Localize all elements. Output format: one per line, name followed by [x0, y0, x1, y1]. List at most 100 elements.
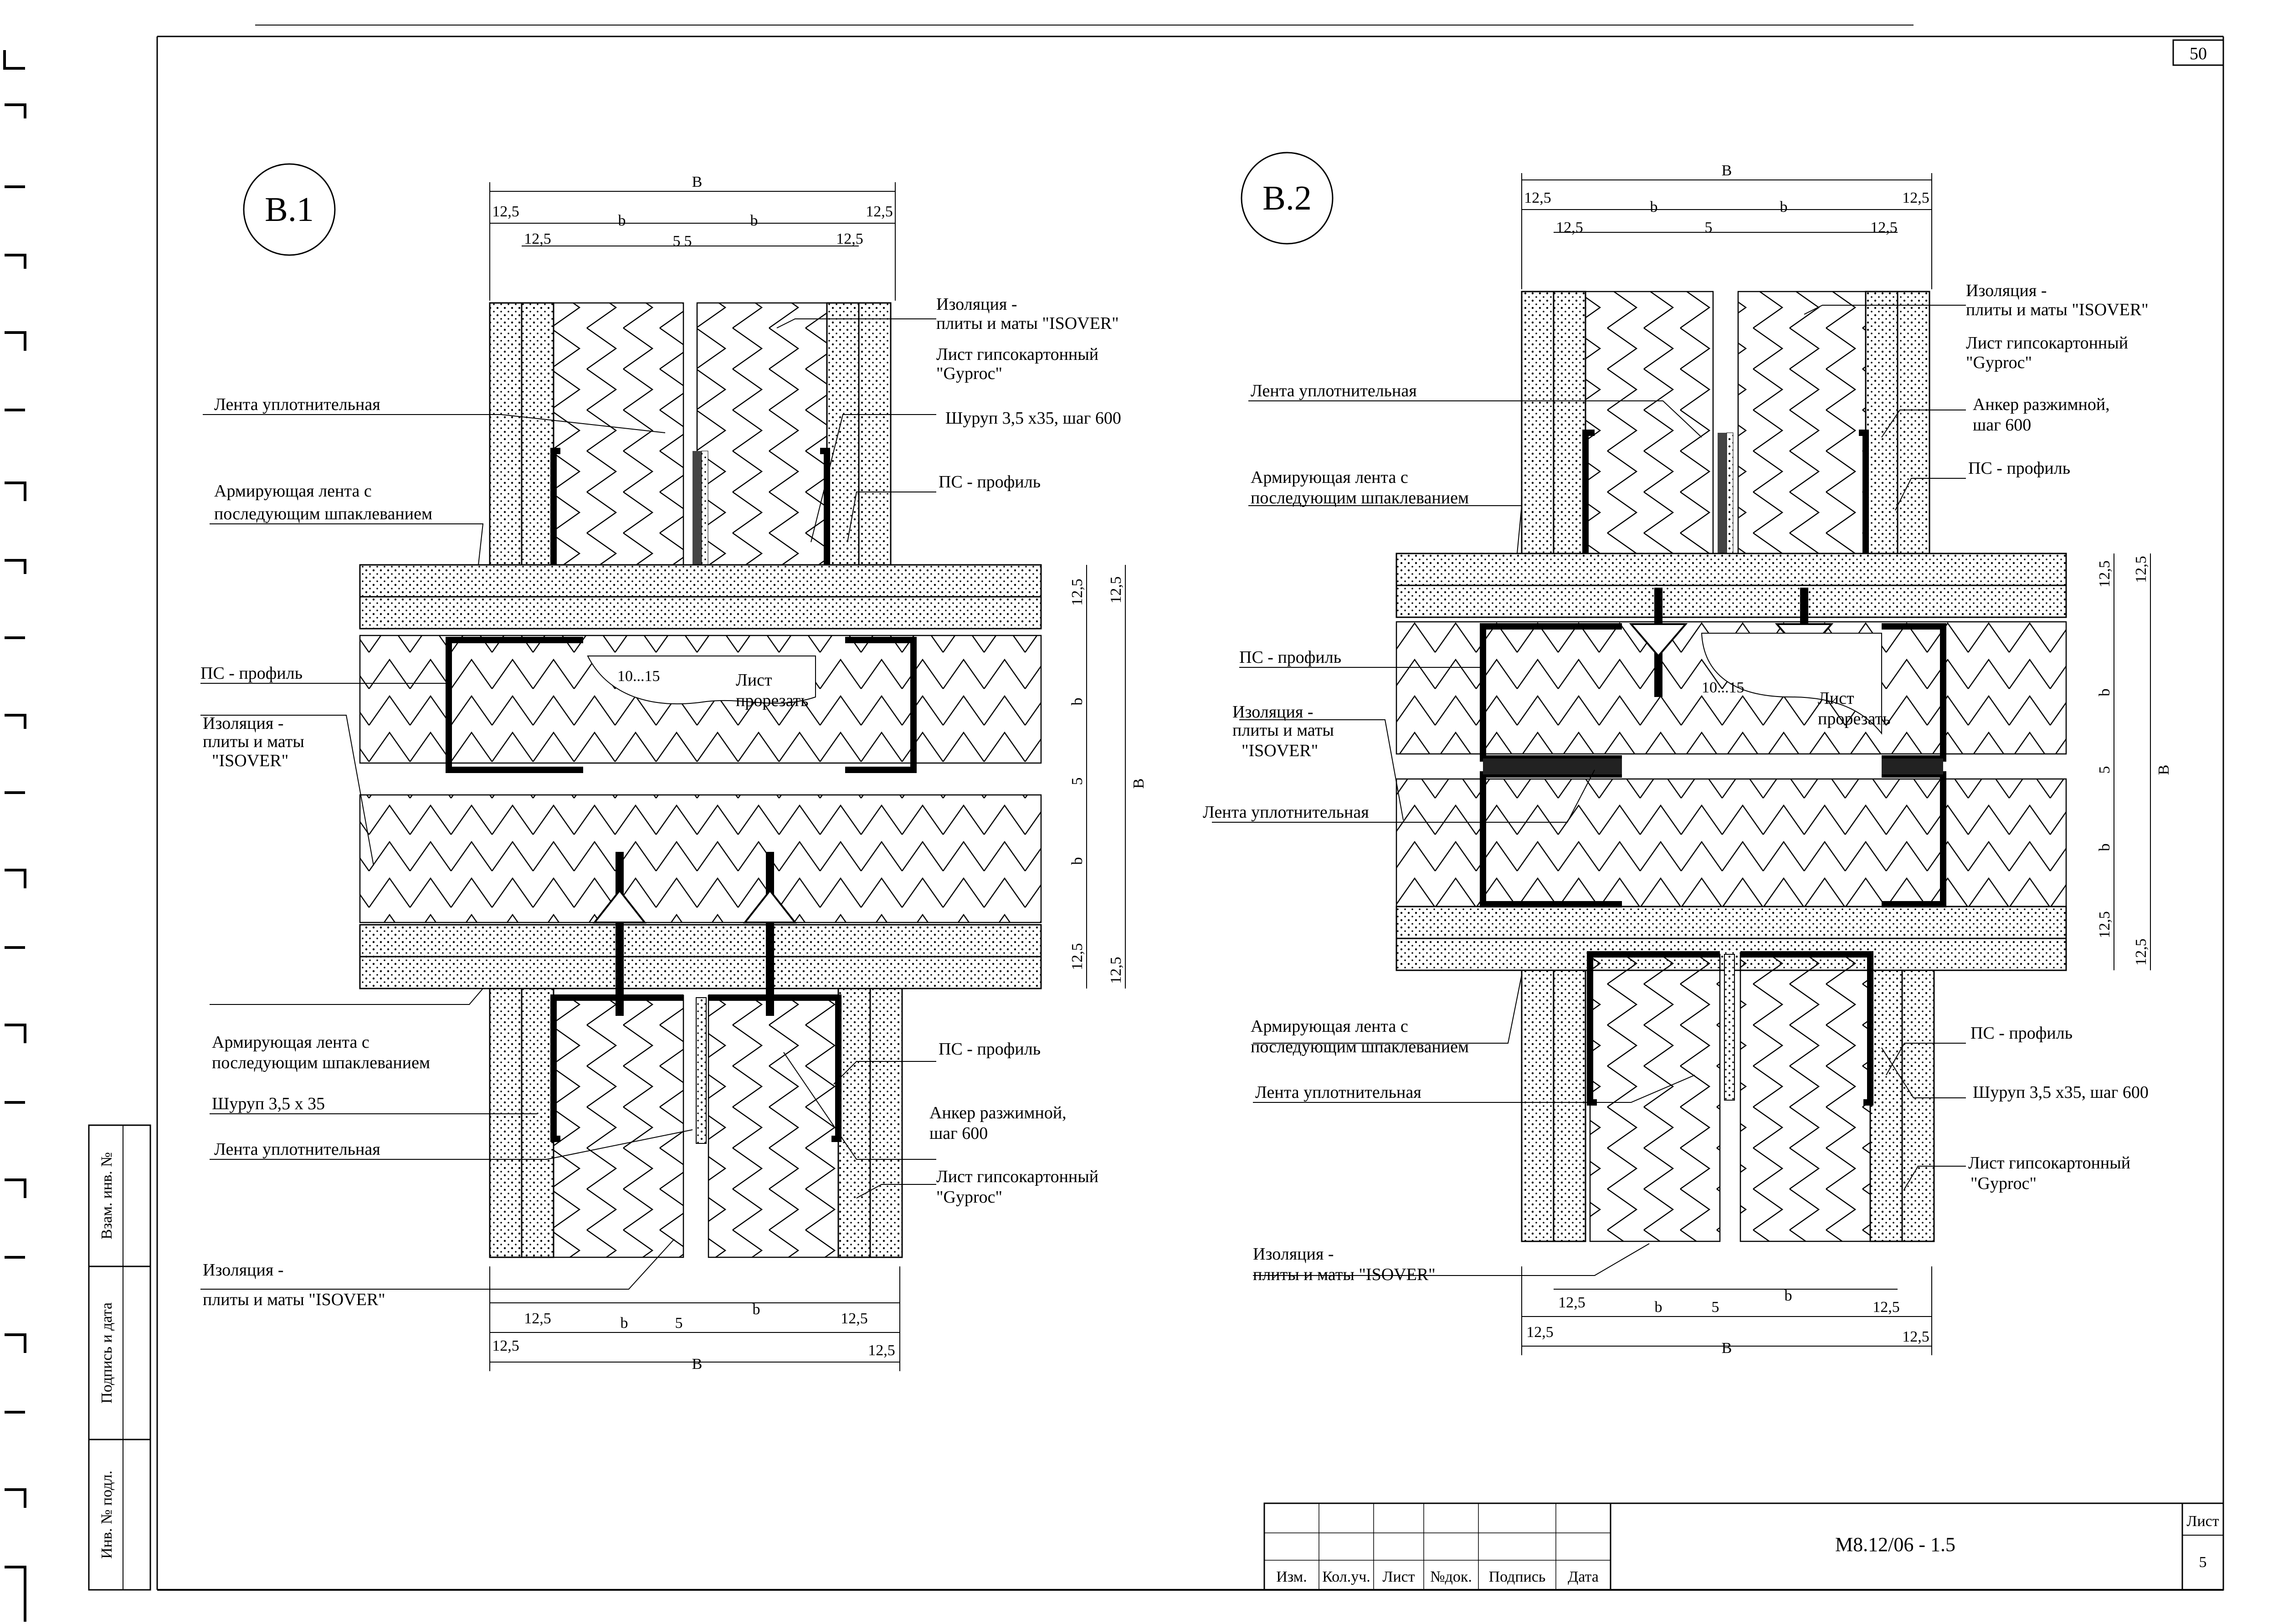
b2-dim-top-7: 12,5 [1870, 219, 1898, 236]
b1-dim-bottom-B: B [692, 1356, 703, 1373]
b1-wall-horizontal [359, 564, 1042, 989]
b1-callout-3: "Gyproc" [936, 364, 1002, 383]
tb-col-ndok: №док. [1430, 1568, 1472, 1585]
b1-callout-18: ПС - профиль [939, 1040, 1041, 1059]
b1-top-dim-labels: B 12,5 b 5 b 12,5 12,5 5 12,5 [492, 174, 893, 250]
sheet-number: 5 [2199, 1554, 2207, 1571]
b2-dim-top-4: b [1780, 199, 1788, 215]
b2-wall-top [1521, 291, 1930, 575]
b1-callout-1: плиты и маты "ISOVER" [936, 314, 1119, 333]
b2-callout-5: Анкер разжимной, [1973, 395, 2110, 414]
b1-callout-6: Армирующая лента с [214, 482, 372, 501]
b2-dim-right-0: 12,5 [2096, 560, 2113, 588]
b2-top-dim-labels: B 12,5 b 5 b 12,5 12,5 12,5 [1524, 162, 1929, 236]
b2-callout-24: "Gyproc" [1970, 1174, 2037, 1193]
b2-dimensions [1521, 173, 2151, 1355]
b2-callout-16: прорезать [1818, 709, 1891, 728]
b1-callout-25: Изоляция - [203, 1260, 283, 1280]
b2-callout-25: Изоляция - [1253, 1245, 1334, 1264]
b1-dim-right-2: b [1069, 698, 1086, 706]
side-stamp: Взам. инв. № Подпись и дата Инв. № подл. [88, 1124, 151, 1591]
b2-callout-18: Армирующая лента с [1251, 1017, 1408, 1036]
tb-col-list: Лист [1382, 1568, 1415, 1585]
detail-b2-title: В.2 [1262, 179, 1312, 217]
b2-dim-bottom-7: 12,5 [1902, 1328, 1929, 1345]
binding-marks [3, 50, 26, 1622]
b1-dim-top-1: 12,5 [492, 203, 519, 220]
b1-callout-21: шаг 600 [929, 1124, 988, 1143]
b2-callout-0: Изоляция - [1966, 281, 2047, 300]
b2-callouts: Изоляция - плиты и маты "ISOVER" Лист ги… [1203, 281, 2149, 1284]
b1-dim-bottom-7: 12,5 [868, 1342, 895, 1359]
b2-callout-14: 10...15 [1702, 679, 1744, 696]
b2-dim-right-4: b [2096, 844, 2113, 851]
b2-dim-right-3: 5 [2096, 766, 2113, 774]
detail-b1-circle [243, 163, 336, 256]
b2-dim-right-2: b [2096, 689, 2113, 697]
title-block: Изм. Кол.уч. Лист №док. Подпись Дата М8.… [1263, 1502, 2224, 1591]
stamp-podpis-data: Подпись и дата [98, 1302, 115, 1404]
b2-callout-21: Лента уплотнительная [1255, 1083, 1421, 1102]
tb-col-podpis: Подпись [1489, 1568, 1546, 1585]
b1-callout-15: прорезать [736, 691, 809, 710]
page-number-box: 50 [2172, 39, 2224, 66]
b2-callout-19: последующим шпаклеванием [1251, 1037, 1469, 1056]
b2-dim-bottom-0: 12,5 [1558, 1294, 1585, 1311]
b1-dim-top-3: 5 [673, 233, 681, 250]
detail-b1: В.1 [200, 163, 1147, 1373]
b1-callout-23: Лист гипсокартонный [936, 1167, 1098, 1186]
b1-callout-13: 10...15 [617, 668, 660, 685]
b1-dim-bottom-3: b [753, 1301, 760, 1318]
b1-dim-right-B: B [1130, 779, 1147, 789]
b2-right-dim-labels: 12,5 12,5 b 5 b 12,5 12,5 B [2096, 556, 2172, 966]
b2-dim-bottom-3: b [1785, 1287, 1792, 1304]
detail-b2: В.2 [1203, 152, 2172, 1357]
b1-callout-22: Лента уплотнительная [214, 1140, 380, 1159]
b2-callout-7: Армирующая лента с [1251, 468, 1408, 487]
detail-b1-title: В.1 [265, 190, 314, 229]
b2-callout-8: последующим шпаклеванием [1251, 488, 1469, 507]
b1-callout-12: "ISOVER" [212, 751, 288, 770]
b1-callout-7: последующим шпаклеванием [214, 504, 432, 523]
b2-dim-top-2: b [1650, 199, 1658, 215]
b1-callout-10: Изоляция - [203, 714, 283, 733]
b1-wall-top [489, 302, 892, 595]
b1-dim-right-5: 12,5 [1069, 943, 1086, 970]
b2-callout-20: ПС - профиль [1970, 1024, 2073, 1043]
b1-dim-right-4: b [1069, 857, 1086, 865]
b1-callout-5: Шуруп 3,5 х35, шаг 600 [945, 409, 1121, 428]
b2-wall-bottom [1521, 951, 1935, 1242]
b1-bottom-dim-labels: 12,5 b 5 b 12,5 12,5 B 12,5 [492, 1301, 895, 1373]
b1-callout-2: Лист гипсокартонный [936, 345, 1098, 364]
b2-dim-bottom-1: b [1655, 1299, 1662, 1316]
b1-dim-B-top: B [692, 174, 703, 190]
b1-callout-9: ПС - профиль [200, 664, 303, 683]
b1-dim-top-2: b [618, 212, 626, 229]
b1-dim-right-0: 12,5 [1069, 579, 1086, 606]
document-code: М8.12/06 - 1.5 [1835, 1533, 1955, 1556]
b1-dim-bottom-4: 12,5 [841, 1310, 868, 1327]
b1-callout-16: Армирующая лента с [212, 1033, 369, 1052]
b1-callout-26: плиты и маты "ISOVER" [203, 1290, 385, 1309]
b2-callout-11: Изоляция - [1232, 702, 1313, 722]
b2-bottom-dim-labels: 12,5 b 5 b 12,5 12,5 B 12,5 [1526, 1287, 1929, 1357]
b1-dim-right-3: 5 [1069, 778, 1086, 785]
b2-callout-12: плиты и маты [1232, 721, 1334, 740]
b1-dim-top-7: 5 [684, 233, 692, 250]
b1-callout-19: Шуруп 3,5 х 35 [212, 1094, 325, 1113]
b1-callouts: Изоляция - плиты и маты "ISOVER" Лист ги… [200, 295, 1121, 1309]
b2-callout-17: Лента уплотнительная [1203, 803, 1369, 822]
b1-dim-top-8: 12,5 [836, 231, 863, 247]
b2-callout-2: Лист гипсокартонный [1966, 333, 2128, 353]
b1-wall-bottom [489, 852, 903, 1258]
b2-wall-horizontal [1396, 553, 2067, 971]
b1-callout-0: Изоляция - [936, 295, 1017, 314]
b1-dimensions [489, 182, 1126, 1371]
b2-dim-top-1: 12,5 [1524, 190, 1551, 206]
b1-dim-top-6: 12,5 [524, 231, 551, 247]
b2-dim-right-6: 12,5 [2133, 938, 2150, 966]
b1-right-dim-labels: 12,5 12,5 b 5 b 12,5 12,5 B [1069, 576, 1147, 984]
b2-dim-bottom-4: 12,5 [1873, 1299, 1900, 1316]
b2-dim-right-5: 12,5 [2096, 911, 2113, 938]
